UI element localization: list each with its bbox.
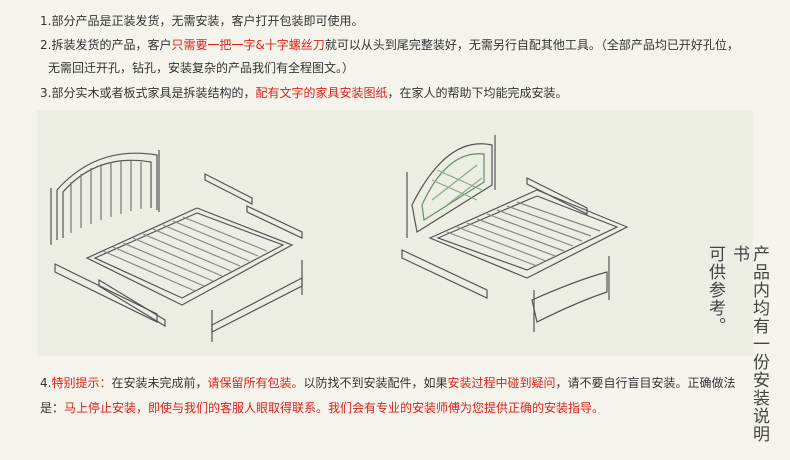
manual-note-col-1: 产品内均有一份安装说明书 [729, 245, 769, 443]
note-3: 3.部分实木或者板式家具是拆装结构的，配有文字的家具安装图纸，在家人的帮助下均能… [40, 85, 567, 101]
assembly-illustration: 产品内均有一份安装说明书 可供参考。 [37, 110, 769, 443]
note-1: 1.部分产品是正装发货，无需安装，客户打开包装即可使用。 [40, 14, 364, 28]
tip-text-3: ，请不要自行盲目安装。正确做法 [555, 376, 736, 390]
tip-highlight-2: 安装过程中碰到疑问 [447, 376, 556, 390]
note-2-text-a: 2.拆装发货的产品，客户 [40, 38, 172, 52]
bed-assembly-drawing [50, 135, 629, 342]
note-2-highlight: 只需要一把一字&十字螺丝刀 [171, 38, 325, 52]
note-2-text-b: 就可以从头到尾完整装好，无需另行自配其他工具。（全部产品均已开好孔位， [324, 38, 739, 52]
note-3-highlight: 配有文字的家具安装图纸 [255, 86, 388, 100]
note-3-text-a: 3.部分实木或者板式家具是拆装结构的， [40, 86, 256, 100]
manual-note: 产品内均有一份安装说明书 可供参考。 [697, 245, 769, 460]
left-slat-frame [85, 207, 294, 306]
tip-text-1: 在安装未完成前， [111, 376, 208, 390]
right-slat-frame [428, 189, 629, 279]
note-3-text-b: ，在家人的帮助下均能完成安装。 [387, 86, 568, 100]
tip-text-4: 是： [40, 401, 65, 415]
right-headboard [406, 135, 496, 238]
tip-highlight-3: 马上停止安装，即使与我们的客服人眼取得联系。我们会有专业的安装师傅为您提供正确的… [64, 401, 605, 415]
note-2-continued: 无需回迁开孔，钻孔，安装复杂的产品我们有全程图文。） [48, 61, 355, 75]
tip-number: 4. [40, 376, 52, 390]
tip-text-2: 以防找不到安装配件，如果 [303, 376, 448, 390]
tip-label: 特别提示： [51, 376, 112, 390]
tip-line-1: 4.特别提示：在安装未完成前，请保留所有包装。以防找不到安装配件，如果安装过程中… [40, 375, 736, 391]
tip-line-2: 是：马上停止安装，即使与我们的客服人眼取得联系。我们会有专业的安装师傅为您提供正… [40, 400, 604, 416]
left-headboard [50, 150, 160, 245]
note-2: 2.拆装发货的产品，客户只需要一把一字&十字螺丝刀就可以从头到尾完整装好，无需另… [40, 37, 739, 53]
manual-note-col-2: 可供参考。 [705, 245, 725, 335]
tip-highlight-1: 请保留所有包装。 [207, 376, 304, 390]
